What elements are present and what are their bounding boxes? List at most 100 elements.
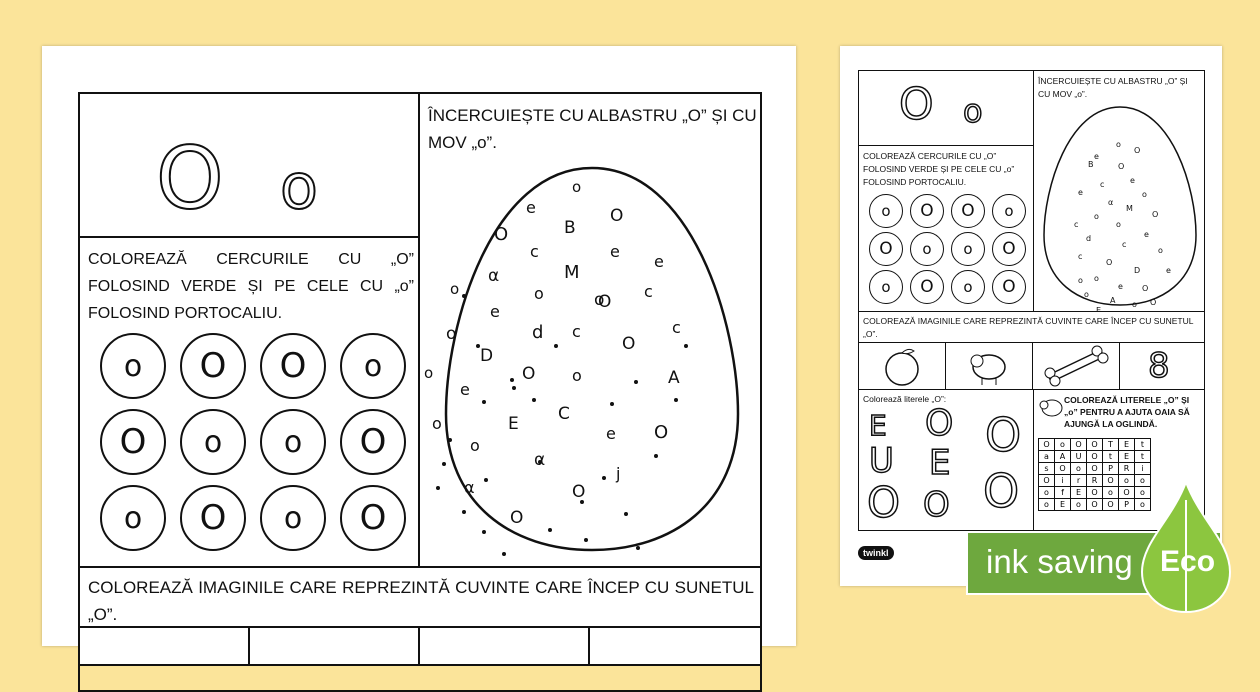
letter-circle[interactable]: o — [340, 333, 406, 399]
thumb-egg-letter[interactable]: o — [1094, 212, 1099, 221]
maze-cell[interactable]: t — [1102, 450, 1119, 463]
maze-cell[interactable]: R — [1086, 474, 1103, 487]
maze-cell[interactable]: E — [1118, 450, 1135, 463]
letter-circle[interactable]: o — [180, 409, 246, 475]
egg-letter[interactable]: o — [450, 280, 460, 298]
thumb-big-letter[interactable]: O — [984, 408, 1022, 462]
maze-cell[interactable]: A — [1054, 450, 1071, 463]
thumb-egg-letter[interactable]: c — [1100, 180, 1105, 189]
thumb-big-letter[interactable]: O — [866, 478, 901, 527]
thumb-egg-letter[interactable]: O — [1142, 284, 1149, 293]
egg-letter[interactable]: c — [672, 318, 681, 337]
thumb-egg-letter[interactable]: o — [1132, 300, 1137, 309]
maze-cell[interactable]: O — [1054, 462, 1071, 475]
maze-cell[interactable]: O — [1038, 474, 1055, 487]
egg-letter[interactable]: e — [460, 380, 470, 399]
thumb-egg-letter[interactable]: o — [1084, 290, 1089, 299]
maze-cell[interactable]: E — [1118, 438, 1135, 451]
maze-cell[interactable]: o — [1038, 498, 1055, 511]
thumb-egg-letter[interactable]: o — [1094, 274, 1099, 283]
thumb-egg-letter[interactable]: M — [1126, 204, 1133, 213]
thumb-letter-circle[interactable]: O — [910, 194, 944, 228]
egg-letter[interactable]: e — [490, 302, 500, 321]
egg-letter[interactable]: c — [572, 322, 581, 341]
egg-letter[interactable]: o — [470, 436, 480, 455]
egg-letter[interactable]: c — [644, 282, 653, 301]
maze-cell[interactable]: O — [1086, 486, 1103, 499]
maze-cell[interactable]: o — [1070, 462, 1087, 475]
maze-cell[interactable]: O — [1086, 450, 1103, 463]
egg-letter[interactable]: B — [564, 218, 576, 238]
egg-letter[interactable]: e — [654, 252, 664, 271]
thumb-big-letter[interactable]: O — [924, 403, 954, 444]
thumb-egg-letter[interactable]: c — [1122, 240, 1127, 249]
egg-letter[interactable]: O — [510, 508, 524, 528]
maze-cell[interactable]: O — [1086, 462, 1103, 475]
egg-letter[interactable]: o — [572, 366, 582, 385]
maze-cell[interactable]: E — [1054, 498, 1071, 511]
maze-cell[interactable]: i — [1134, 462, 1151, 475]
thumb-egg-letter[interactable]: e — [1078, 188, 1083, 197]
maze-cell[interactable]: o — [1102, 486, 1119, 499]
letter-circle[interactable]: O — [340, 409, 406, 475]
maze-cell[interactable]: o — [1054, 438, 1071, 451]
egg-letter[interactable]: A — [668, 368, 680, 388]
egg-letter[interactable]: o — [594, 290, 605, 310]
egg-letter[interactable]: e — [606, 424, 616, 443]
thumb-letter-circle[interactable]: o — [869, 194, 903, 228]
letter-circle[interactable]: o — [100, 333, 166, 399]
maze-cell[interactable]: o — [1118, 474, 1135, 487]
thumb-egg-letter[interactable]: e — [1118, 282, 1123, 291]
thumb-letter-circle[interactable]: o — [992, 194, 1026, 228]
thumb-big-letter[interactable]: U — [868, 441, 894, 481]
maze-cell[interactable]: t — [1134, 450, 1151, 463]
egg-letter[interactable]: O — [522, 364, 536, 384]
maze-cell[interactable]: o — [1134, 498, 1151, 511]
egg-letter[interactable]: E — [508, 414, 519, 434]
thumb-egg-letter[interactable]: A — [1110, 296, 1116, 305]
thumb-big-letter[interactable]: E — [928, 443, 951, 483]
thumb-egg-letter[interactable]: O — [1152, 210, 1159, 219]
letter-circle[interactable]: o — [260, 409, 326, 475]
thumb-egg-letter[interactable]: o — [1116, 220, 1121, 229]
egg-letter[interactable]: o — [446, 324, 457, 344]
maze-cell[interactable]: O — [1118, 486, 1135, 499]
thumb-egg-letter[interactable]: O — [1150, 298, 1157, 307]
maze-cell[interactable]: O — [1102, 498, 1119, 511]
maze-cell[interactable]: i — [1054, 474, 1071, 487]
letter-circle[interactable]: O — [180, 333, 246, 399]
egg-letter[interactable]: o — [432, 414, 442, 433]
egg-letter[interactable]: O — [654, 422, 669, 443]
egg-letter[interactable]: c — [530, 242, 539, 261]
thumb-egg-letter[interactable]: c — [1074, 220, 1079, 229]
egg-letter[interactable]: M — [564, 262, 580, 283]
egg-letter[interactable]: α — [488, 266, 500, 286]
maze-cell[interactable]: T — [1102, 438, 1119, 451]
egg-letter[interactable]: D — [480, 346, 494, 366]
maze-cell[interactable]: O — [1086, 438, 1103, 451]
maze-cell[interactable]: P — [1102, 462, 1119, 475]
thumb-egg-letter[interactable]: E — [1096, 307, 1101, 315]
thumb-big-letter[interactable]: O — [922, 485, 950, 525]
thumb-egg-letter[interactable]: D — [1134, 266, 1141, 275]
thumb-egg-letter[interactable]: e — [1094, 152, 1099, 161]
thumb-egg-letter[interactable]: e — [1166, 266, 1171, 275]
thumb-letter-circle[interactable]: o — [951, 232, 985, 266]
maze-cell[interactable]: o — [1038, 486, 1055, 499]
maze-cell[interactable]: R — [1118, 462, 1135, 475]
egg-letter[interactable]: o — [424, 364, 434, 382]
letter-circle[interactable]: O — [340, 485, 406, 551]
egg-letter[interactable]: o — [534, 284, 544, 303]
thumb-egg-letter[interactable]: e — [1130, 176, 1135, 185]
thumb-egg-letter[interactable]: o — [1142, 190, 1147, 199]
maze-cell[interactable]: P — [1118, 498, 1135, 511]
thumb-egg-letter[interactable]: α — [1108, 198, 1114, 207]
thumb-letter-circle[interactable]: O — [869, 232, 903, 266]
thumb-egg-letter[interactable]: O — [1118, 162, 1125, 171]
thumb-egg-letter[interactable]: o — [1158, 246, 1163, 255]
maze-cell[interactable]: O — [1038, 438, 1055, 451]
maze-cell[interactable]: O — [1086, 498, 1103, 511]
maze-cell[interactable]: o — [1070, 498, 1087, 511]
egg-letter[interactable]: e — [526, 198, 536, 217]
thumb-egg-letter[interactable]: o — [1078, 276, 1083, 285]
